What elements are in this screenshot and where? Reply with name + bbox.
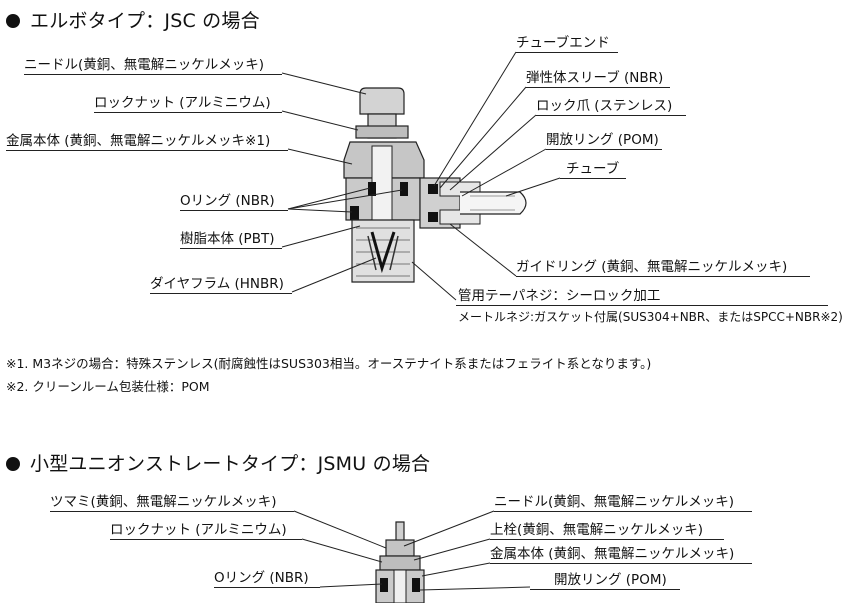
note-2: ※2. クリーンルーム包装仕様：POM (6, 379, 210, 394)
label-body-metal: 金属本体 (黄銅、無電解ニッケルメッキ※1) (6, 133, 271, 149)
underline (560, 178, 626, 179)
underline (530, 589, 680, 590)
underline (24, 74, 282, 75)
underline (546, 149, 662, 150)
underline (526, 87, 670, 88)
underline (6, 150, 288, 151)
label-oring: Oリング (NBR) (180, 193, 275, 209)
section1-title: エルボタイプ：JSC の場合 (6, 6, 260, 33)
label-release-ring: 開放リング (POM) (546, 132, 659, 148)
label-tube: チューブ (566, 161, 620, 177)
label-release-ring-2: 開放リング (POM) (554, 572, 667, 588)
underline (494, 511, 752, 512)
underline (180, 248, 282, 249)
label-elastic-sleeve: 弾性体スリーブ (NBR) (526, 70, 664, 86)
bullet-icon (6, 14, 20, 28)
label-oring-2: Oリング (NBR) (214, 570, 309, 586)
underline (50, 511, 294, 512)
note-1: ※1. M3ネジの場合：特殊ステンレス(耐腐蝕性はSUS303相当。オーステナイ… (6, 356, 652, 371)
label-diaphragm: ダイヤフラム (HNBR) (150, 276, 284, 292)
label-pipe-thread: 管用テーパネジ：シーロック加工 (458, 288, 661, 304)
underline (490, 563, 752, 564)
underline (214, 587, 320, 588)
underline (180, 210, 288, 211)
bullet-icon (6, 457, 20, 471)
underline (490, 539, 724, 540)
label-metric-thread: メートルネジ:ガスケット付属(SUS304+NBR、またはSPCC+NBR※2) (458, 310, 843, 324)
label-knob: ツマミ(黄銅、無電解ニッケルメッキ) (50, 494, 277, 510)
underline (516, 276, 810, 277)
label-locknut: ロックナット (アルミニウム) (94, 95, 271, 111)
label-tube-end: チューブエンド (516, 35, 610, 51)
underline (110, 539, 302, 540)
label-body-metal-2: 金属本体 (黄銅、無電解ニッケルメッキ) (490, 546, 735, 562)
underline (516, 52, 618, 53)
label-lock-claw: ロック爪 (ステンレス) (536, 98, 673, 114)
label-needle-2: ニードル(黄銅、無電解ニッケルメッキ) (494, 494, 735, 510)
section2-title: 小型ユニオンストレートタイプ：JSMU の場合 (6, 449, 430, 476)
label-resin-body: 樹脂本体 (PBT) (180, 231, 275, 247)
label-guide-ring: ガイドリング (黄銅、無電解ニッケルメッキ) (516, 259, 788, 275)
underline (94, 112, 282, 113)
label-locknut-2: ロックナット (アルミニウム) (110, 522, 287, 538)
label-needle: ニードル(黄銅、無電解ニッケルメッキ) (24, 57, 265, 73)
label-upper-plug: 上栓(黄銅、無電解ニッケルメッキ) (490, 522, 704, 538)
underline (150, 293, 292, 294)
underline (536, 115, 686, 116)
underline (456, 305, 828, 306)
